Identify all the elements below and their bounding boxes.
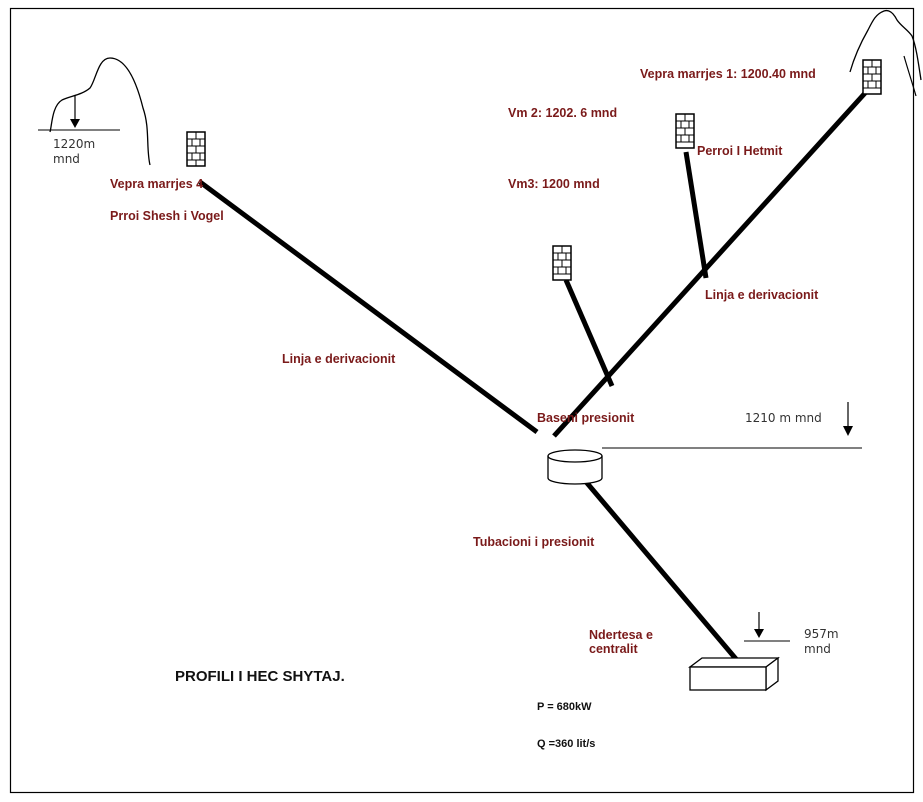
intake-vm4-icon [186, 131, 206, 167]
diagram-title: PROFILI I HEC SHYTAJ. [175, 668, 345, 685]
derivation-line-left [198, 179, 539, 435]
basin-elevation-arrow-head [843, 426, 853, 436]
powerhouse-label: Ndertesa e centralit [589, 628, 653, 657]
powerhouse-elevation-line2: mnd [804, 642, 831, 656]
powerhouse-elevation-line1: 957m [804, 627, 839, 641]
basin-elevation: 1210 m mnd [745, 411, 822, 425]
flow-spec: Q =360 lit/s [537, 738, 596, 750]
derivation-line-right [552, 90, 868, 438]
stream-hetmit-label: Perroi I Hetmit [697, 144, 783, 158]
right-mountain-ridge [903, 55, 917, 97]
powerhouse-label-line2: centralit [589, 642, 638, 657]
frame-border [9, 7, 915, 794]
basin-label: Baseni presionit [537, 411, 635, 425]
powerhouse-label-line1: Ndertesa e [589, 628, 653, 642]
stream-shesh-label: Prroi Shesh i Vogel [110, 209, 224, 223]
pressure-basin-icon [547, 449, 603, 485]
penstock-label: Tubacioni i presionit [473, 535, 595, 549]
left-mountain-elevation: 1220m mnd [53, 137, 95, 167]
intake-vm4-label: Vepra marrjes 4 [110, 177, 204, 191]
intake-vm2-label: Vm 2: 1202. 6 mnd [508, 106, 618, 120]
left-elevation-arrow-head [70, 119, 80, 128]
intake-vm2-icon [675, 113, 695, 149]
left-elevation-line1: 1220m [53, 137, 96, 151]
left-elevation-line2: mnd [53, 152, 80, 166]
right-mountain-outline [849, 9, 922, 81]
powerhouse-elevation: 957m mnd [804, 627, 839, 657]
intake-vm3-icon [552, 245, 572, 281]
branch-line-vm2 [683, 151, 709, 279]
derivation-left-label: Linja e derivacionit [282, 352, 396, 366]
intake-vm1-label: Vepra marrjes 1: 1200.40 mnd [640, 67, 816, 81]
intake-vm1-icon [862, 59, 882, 95]
branch-line-vm3 [563, 279, 615, 387]
penstock-line [574, 468, 738, 661]
powerhouse-elevation-arrow-head [754, 629, 764, 638]
derivation-right-label: Linja e derivacionit [705, 288, 819, 302]
left-mountain-outline [49, 57, 151, 166]
power-spec: P = 680kW [537, 701, 592, 713]
intake-vm3-label: Vm3: 1200 mnd [508, 177, 600, 191]
powerhouse-icon [688, 656, 780, 692]
